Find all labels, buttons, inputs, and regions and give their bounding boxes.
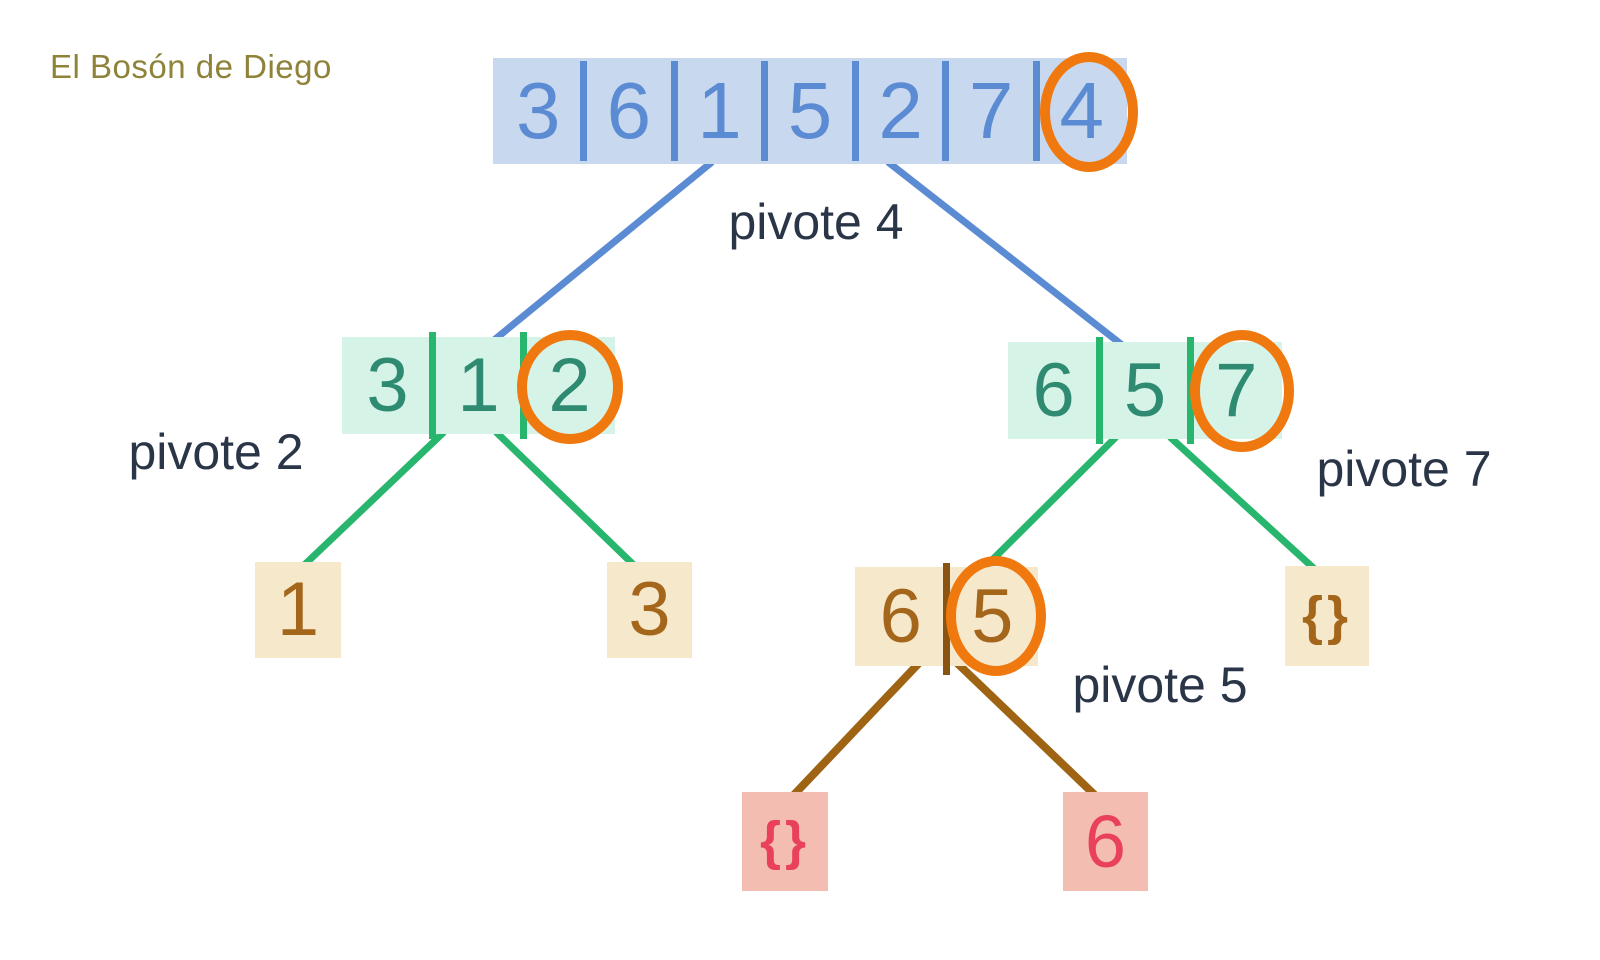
pivot-label-7: pivote 7 [1316, 441, 1492, 497]
edge-right-to-rightleft [974, 434, 1119, 578]
edge-root-to-left [485, 159, 715, 348]
empty-set-braces: {} [1301, 586, 1353, 646]
cell-divider [1187, 337, 1194, 444]
pivot-label-2: pivote 2 [128, 424, 304, 480]
array-cell: 1 [697, 66, 742, 155]
cell-divider [943, 563, 950, 675]
array-cell: 5 [787, 66, 833, 155]
array-cell: 7 [1215, 348, 1258, 433]
watermark-text: El Bosón de Diego [50, 48, 332, 85]
cell-divider [1096, 337, 1103, 444]
array-cell: 7 [968, 66, 1014, 155]
array-cell: 6 [606, 66, 652, 155]
cell-divider [761, 61, 768, 161]
array-cell: 1 [457, 343, 500, 428]
array-cell: 4 [1059, 66, 1105, 155]
array-node-left-right: 3 [607, 562, 692, 658]
edge-rightleft-to-child-left [786, 659, 923, 803]
array-cell: 2 [548, 343, 591, 428]
array-cell: 1 [276, 567, 320, 652]
array-cell: 5 [1123, 348, 1167, 433]
array-node-rl-left-empty: {} [742, 792, 828, 891]
array-cell: 5 [971, 574, 1014, 659]
array-node-right-right-empty: {} [1285, 566, 1369, 666]
array-node-rl-right: 6 [1063, 792, 1148, 891]
array-node-right: 6 5 7 [1008, 337, 1282, 444]
array-cell: 6 [1032, 348, 1075, 433]
cell-divider [852, 61, 859, 161]
cell-divider [520, 332, 527, 439]
edge-root-to-right [885, 159, 1129, 351]
array-cell: 3 [628, 567, 671, 652]
empty-set-braces: {} [759, 811, 811, 871]
cell-divider [1033, 61, 1040, 161]
array-node-left-left: 1 [255, 562, 341, 658]
array-node-right-left: 6 5 [855, 563, 1038, 675]
array-cell: 6 [1084, 800, 1127, 883]
cell-divider [429, 332, 436, 439]
array-cell: 6 [879, 574, 922, 659]
pivot-label-4: pivote 4 [728, 194, 904, 250]
array-node-root: 3 6 1 5 2 7 4 [493, 58, 1127, 164]
cell-divider [671, 61, 678, 161]
pivot-label-5: pivote 5 [1072, 657, 1248, 713]
cell-divider [580, 61, 587, 161]
array-cell: 3 [516, 66, 561, 155]
array-cell: 3 [366, 343, 409, 428]
cell-divider [942, 61, 949, 161]
array-cell: 2 [878, 66, 923, 155]
edge-left-to-leftright [493, 429, 642, 573]
array-node-left: 3 1 2 [342, 332, 615, 439]
